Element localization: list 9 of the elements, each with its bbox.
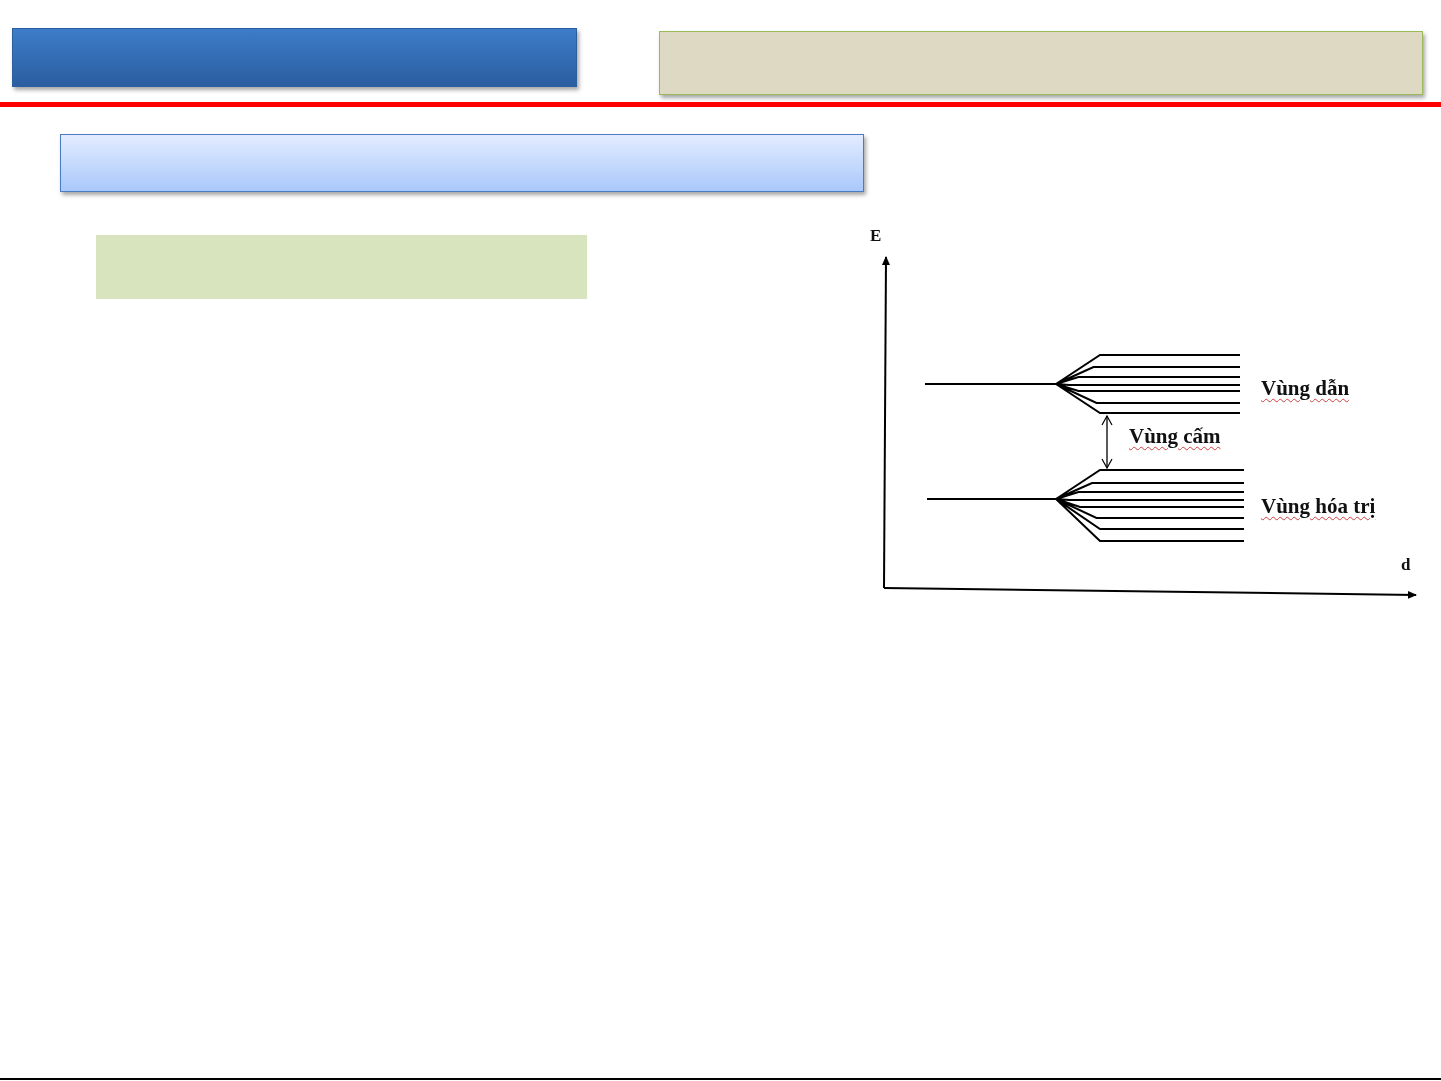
axis-label: d [1401,556,1411,575]
header-bar [12,28,577,87]
band-label: Vùng dẫn [1261,377,1350,401]
axis-label: E [870,227,882,246]
band-label: Vùng cấm [1129,425,1221,449]
band-label: Vùng hóa trị [1261,495,1376,519]
section-banner [60,134,864,192]
title-bar [659,31,1423,95]
subtitle-panel [96,235,587,299]
